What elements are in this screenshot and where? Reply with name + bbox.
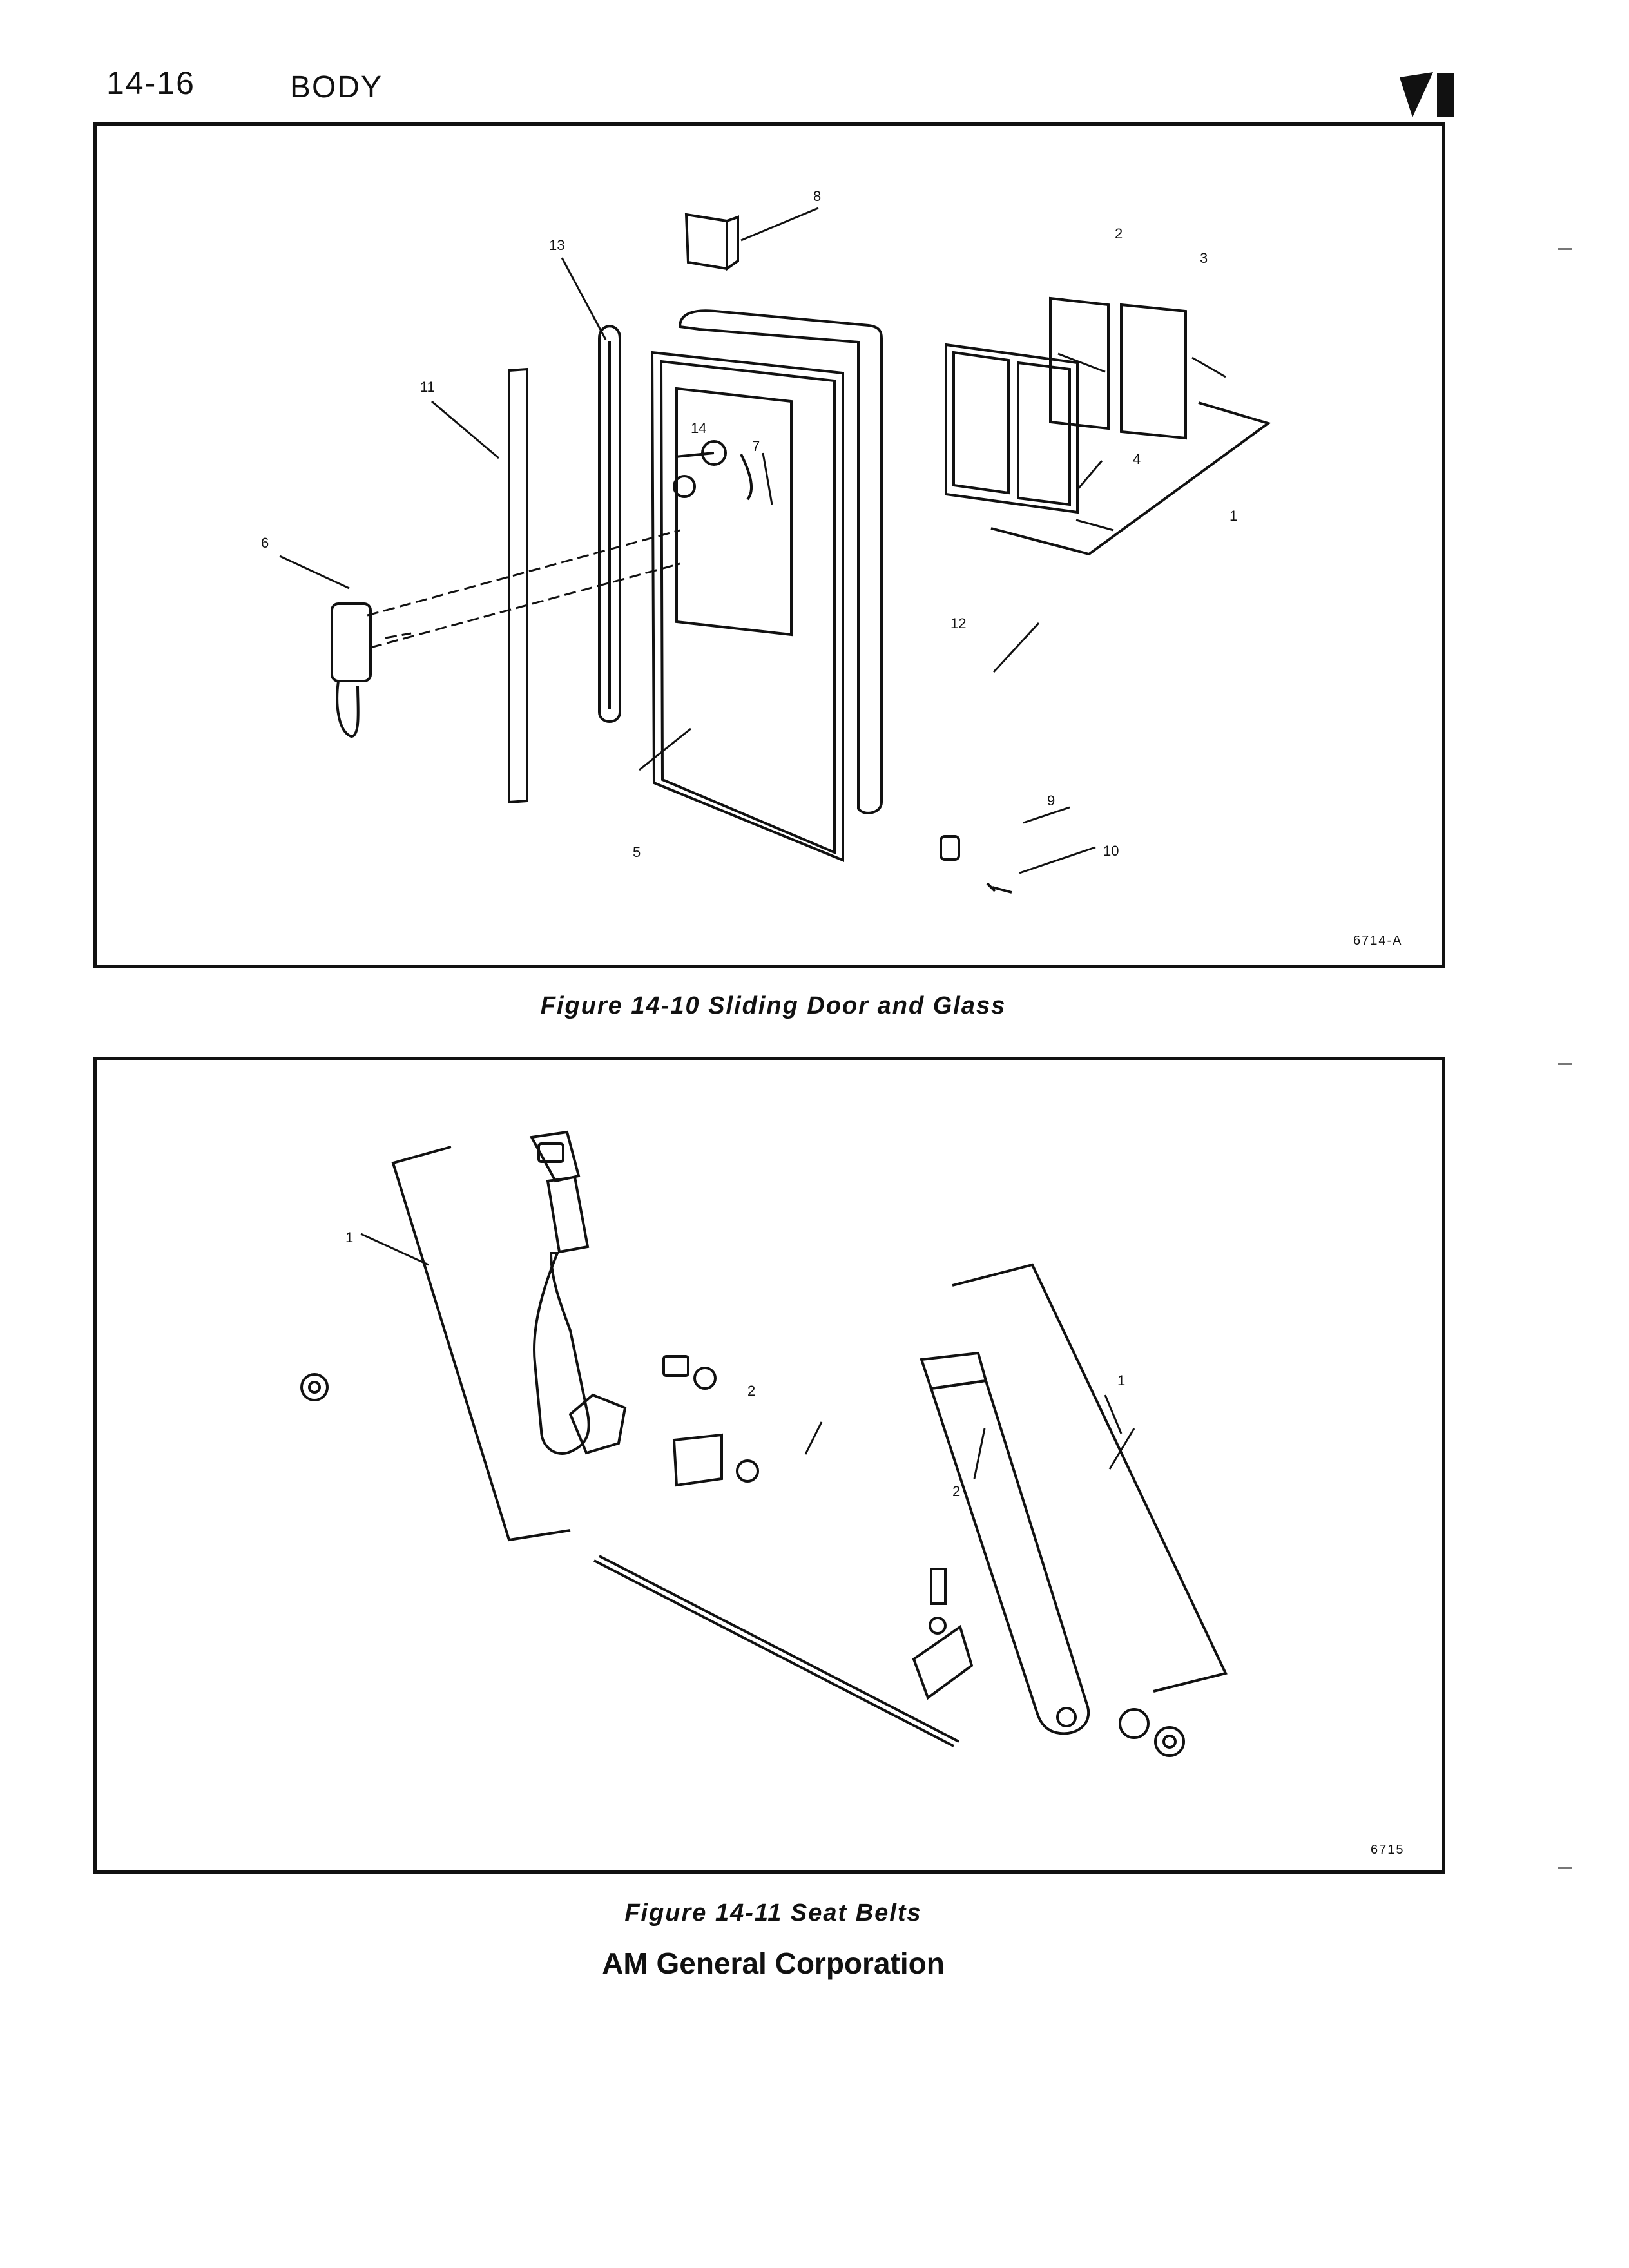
callout-9: 9 xyxy=(1047,793,1055,809)
figure-14-11-frame: 6715 xyxy=(93,1057,1445,1874)
left-bracket-2 xyxy=(672,1433,723,1487)
right-bolt xyxy=(930,1568,947,1605)
figure-14-10-caption: Figure 14-10 Sliding Door and Glass xyxy=(540,992,1007,1019)
callout-2-left: 2 xyxy=(747,1383,756,1399)
section-title: BODY xyxy=(290,70,383,104)
anchor-rod xyxy=(593,1559,954,1747)
left-belt-plane xyxy=(391,1146,571,1542)
glass-pane-3 xyxy=(1120,303,1187,440)
window-frame-4 xyxy=(945,343,1079,514)
post-11 xyxy=(508,367,528,804)
glass-base-plane xyxy=(990,401,1271,556)
callout-1-left: 1 xyxy=(345,1229,354,1245)
leader-lines xyxy=(360,1233,1135,1479)
margin-mark xyxy=(1558,1063,1572,1065)
callout-10: 10 xyxy=(1103,843,1119,859)
seat-belts-diagram xyxy=(300,1130,1228,1757)
margin-mark xyxy=(1558,248,1572,250)
bracket-8 xyxy=(684,213,728,271)
latch-6 xyxy=(331,602,372,682)
amc-logo xyxy=(1400,72,1454,117)
callout-1-right: 1 xyxy=(1117,1372,1126,1389)
company-name: AM General Corporation xyxy=(602,1946,945,1980)
clip-9 xyxy=(940,835,960,861)
right-washer xyxy=(1119,1708,1150,1739)
callout-12: 12 xyxy=(950,615,967,631)
page-number: 14-16 xyxy=(106,65,195,101)
sliding-door-diagram xyxy=(279,207,1271,894)
door-seal-12 xyxy=(678,309,883,814)
door-panel-5 xyxy=(650,351,844,862)
figure-14-11-caption: Figure 14-11 Seat Belts xyxy=(624,1899,922,1927)
right-belt-plane xyxy=(952,1263,1228,1693)
door-window-opening xyxy=(675,387,793,637)
callout-5: 5 xyxy=(633,844,641,860)
margin-mark xyxy=(1558,1867,1572,1869)
callout-6: 6 xyxy=(261,535,269,551)
right-nut xyxy=(1154,1726,1185,1757)
figure-code: 6714-A xyxy=(1353,934,1403,948)
callout-7: 7 xyxy=(752,438,760,454)
callout-13: 13 xyxy=(549,237,565,253)
callout-3: 3 xyxy=(1200,250,1208,266)
callout-1: 1 xyxy=(1229,508,1238,524)
right-buckle-arm xyxy=(929,1379,1090,1735)
left-buckle-tongue xyxy=(529,1130,581,1183)
callout-2: 2 xyxy=(1115,226,1123,242)
glass-pane-2 xyxy=(1049,296,1110,430)
left-webbing xyxy=(546,1175,590,1254)
left-nut xyxy=(300,1373,329,1401)
callout-8: 8 xyxy=(813,188,822,204)
screw-10 xyxy=(986,882,1012,894)
left-bolt xyxy=(662,1355,689,1377)
callout-14: 14 xyxy=(691,420,707,436)
channel-13 xyxy=(598,325,621,723)
figure-code: 6715 xyxy=(1371,1843,1405,1857)
callout-11: 11 xyxy=(420,379,435,395)
figure-14-10-frame: 6714-A xyxy=(93,122,1445,968)
right-bracket-2 xyxy=(912,1624,974,1700)
callout-2-right: 2 xyxy=(952,1483,961,1499)
callout-4: 4 xyxy=(1133,451,1141,467)
left-buckle-body xyxy=(533,1252,590,1455)
leader-lines xyxy=(279,207,1226,874)
